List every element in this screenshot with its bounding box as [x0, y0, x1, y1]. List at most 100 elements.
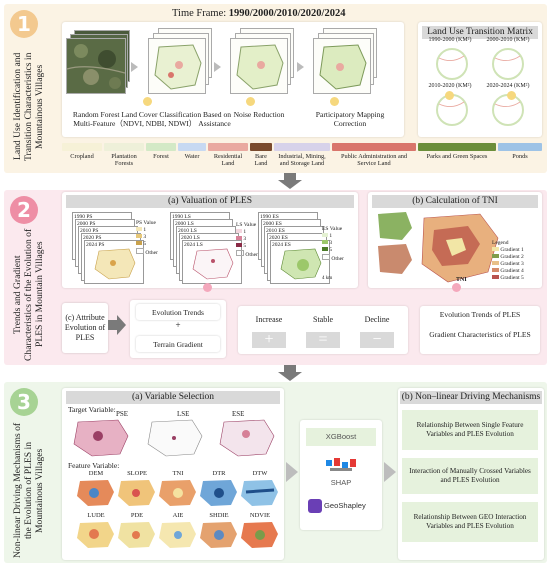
section-1-title: Land Use Identification and Transition C… [12, 52, 46, 161]
tni-maps [378, 212, 499, 283]
arrow-down-2-stem [284, 365, 296, 373]
feature-maps-row1 [77, 480, 278, 506]
arrow-to-mechanisms [384, 462, 396, 482]
section-2-number: 2 [10, 196, 38, 224]
section-3-number: 3 [10, 388, 38, 416]
feature-maps-row2 [77, 522, 278, 548]
legend-industrial: Industrial, Mining, and Storage Land [274, 143, 330, 169]
c-arrow-stem [108, 320, 118, 330]
step2-caption: Noise Reduction [233, 110, 285, 119]
matrix-dot-1 [445, 91, 454, 100]
matrix-label-2: 2000-2010 (KM²) [486, 37, 530, 43]
arrow-step3 [297, 62, 304, 72]
feature-variable-label: Feature Variable: [68, 461, 120, 470]
variable-selection-title: (a) Variable Selection [66, 391, 280, 404]
feature-dtw: DTW [252, 470, 268, 477]
ls-map: 2024 LS [182, 240, 242, 284]
target-ese: ESE [232, 410, 245, 418]
section-2-title: Trends and Gradient Characteristics of t… [12, 228, 46, 361]
geoshapley-label: GeoShapley [324, 501, 366, 510]
es-year-label: 2024 ES [272, 242, 291, 248]
feature-slope: SLOPE [127, 470, 147, 477]
tni-label: TNI [456, 277, 467, 283]
legend-swatch [250, 143, 272, 151]
legend-cropland: Cropland [62, 143, 102, 169]
step1-dot [143, 97, 152, 106]
ls-stack: 1990 LS 2000 LS 2010 LS 2020 LS 2024 LS [170, 212, 258, 284]
ps-legend: PS Value 1 3 5 Other [136, 220, 158, 256]
legend-plantation: Plantation Forests [104, 143, 144, 169]
arrow-down-2 [278, 372, 302, 381]
stable-label: Stable [313, 315, 333, 324]
tni-title: (b) Calculation of TNI [372, 195, 538, 208]
ls-year-label: 2024 LS [184, 242, 203, 248]
section-1-number: 1 [10, 10, 38, 38]
target-lse: LSE [177, 410, 190, 418]
legend-swatch [274, 143, 330, 151]
feature-dtr: DTR [212, 470, 226, 477]
shap-icon [324, 456, 358, 478]
decline-icon: − [360, 332, 394, 348]
ps-stack: 1990 PS 2000 PS 2010 PS 2020 PS 2024 PS [72, 212, 160, 284]
gradient-characteristics-output: Gradient Characteristics of PLES [429, 330, 531, 339]
increase-icon: + [252, 332, 286, 348]
transition-matrix-title: Land Use Transition Matrix [422, 26, 538, 39]
participatory-map [313, 38, 371, 94]
shap-label: SHAP [330, 478, 352, 487]
legend-swatch [332, 143, 416, 151]
evolution-trends-button: Evolution Trends [136, 304, 220, 320]
legend-swatch [146, 143, 176, 151]
feature-aie: AIE [172, 512, 184, 519]
arrow-to-models [286, 462, 298, 482]
ps-map: 2024 PS [84, 240, 144, 284]
feature-lude: LUDE [87, 512, 105, 519]
arrow-down-1 [278, 180, 302, 189]
pl-outputs-box [420, 306, 540, 354]
scale-bar-label: 4 km [322, 276, 333, 281]
es-map: 2024 ES [270, 240, 330, 284]
legend-swatch [208, 143, 248, 151]
legend-swatch [178, 143, 206, 151]
target-pse: PSE [116, 410, 129, 418]
step3-dot [330, 97, 339, 106]
mechanism-crossed: Interaction of Manually Crossed Variable… [402, 458, 538, 494]
legend-ponds: Ponds [498, 143, 542, 169]
es-legend: ES Value 1 3 5 Other [322, 226, 344, 262]
arrow-down-1-stem [284, 173, 296, 181]
target-maps [73, 419, 275, 457]
tni-dot [452, 283, 461, 292]
attribute-evolution-box: (c) Attribute Evolution of PLES [62, 303, 108, 353]
step3-caption: Participatory Mapping Correction [315, 110, 385, 128]
matrix-label-3: 2010-2020 (KM²) [428, 83, 472, 89]
arrow-step1 [131, 62, 138, 72]
increase-label: Increase [255, 315, 283, 324]
legend-swatch [498, 143, 542, 151]
feature-shdie: SHDIE [209, 512, 229, 519]
section-3-title: Non-linear Driving Mechanisms of the Evo… [12, 422, 46, 559]
matrix-label-1: 1990-2000 (KM²) [428, 37, 472, 43]
legend-forest: Forest [146, 143, 176, 169]
xgboost-label: XGBoost [306, 428, 376, 446]
timeframe: Time Frame: 1990/2000/2010/2020/2024 [172, 8, 346, 19]
valuation-dot [203, 283, 212, 292]
valuation-title: (a) Valuation of PLES [66, 195, 354, 208]
feature-tni: TNI [172, 470, 184, 477]
legend-swatch [62, 143, 102, 151]
terrain-gradient-button: Terrain Gradient [136, 336, 220, 352]
legend-swatch [104, 143, 144, 151]
plus-sign: + [175, 320, 181, 330]
target-variable-label: Target Variable: [68, 405, 116, 414]
satellite-image [66, 38, 126, 94]
legend-swatch [418, 143, 496, 151]
es-stack: 1990 ES 2000 ES 2010 ES 2020 ES 2024 ES [258, 212, 346, 284]
evolution-trends-output: Evolution Trends of PLES [439, 310, 521, 319]
tni-legend: Legend Gradient 1 Gradient 2 Gradient 3 … [492, 240, 524, 281]
noise-reduced-map [230, 38, 288, 94]
classification-map [148, 38, 206, 94]
mechanisms-title: (b) Non–linear Driving Mechanisms [400, 391, 542, 404]
stable-icon: = [306, 332, 340, 348]
geoshapley-icon [308, 499, 322, 513]
legend-residential: Residential Land [208, 143, 248, 169]
mechanism-single: Relationship Between Single Feature Vari… [402, 410, 538, 450]
ps-year-label: 2024 PS [86, 242, 105, 248]
